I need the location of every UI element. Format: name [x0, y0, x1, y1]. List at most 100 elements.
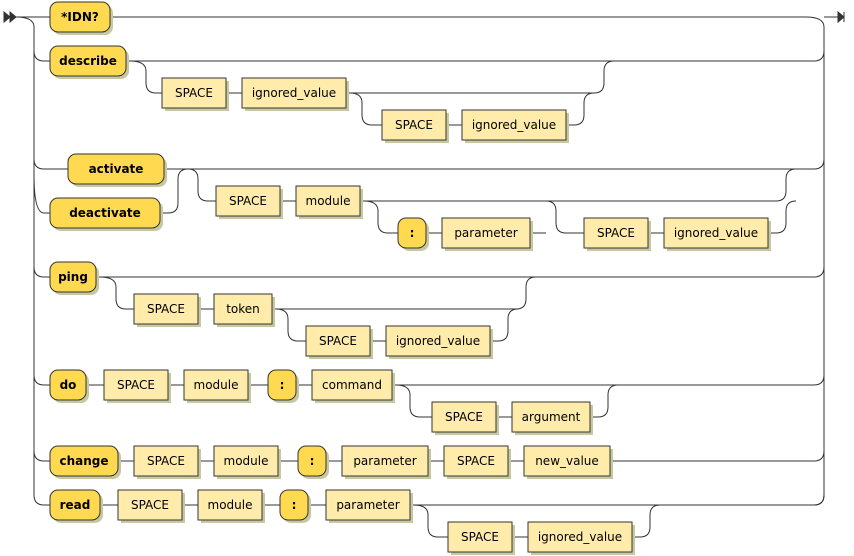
- box: [67, 153, 165, 185]
- row-4-exit: [813, 450, 825, 462]
- terminal-do: do: [49, 369, 89, 403]
- ping-opt-out: [272, 276, 537, 310]
- box: [527, 521, 633, 553]
- box: [297, 445, 327, 477]
- row-5-exit: [813, 494, 825, 506]
- node-label: describe: [59, 54, 117, 68]
- box: [103, 369, 169, 401]
- nonterminal-ignored-value: ignored_value: [663, 217, 771, 251]
- nonterminal-space: SPACE: [133, 445, 201, 479]
- end-marker: [837, 10, 845, 24]
- box: [341, 445, 429, 477]
- nonterminal-space: SPACE: [381, 109, 449, 143]
- box: [441, 217, 531, 249]
- activate-opt-in: [187, 168, 216, 202]
- nonterminal-parameter: parameter: [441, 217, 533, 251]
- nonterminal-space: SPACE: [215, 185, 283, 219]
- box: [447, 521, 513, 553]
- box: [385, 325, 491, 357]
- box: [117, 489, 183, 521]
- describe-opt-in: [129, 60, 162, 94]
- nonterminal-space: SPACE: [133, 293, 201, 327]
- box: [183, 369, 249, 401]
- box: [325, 489, 411, 521]
- node-label: token: [226, 302, 260, 316]
- terminal-change: change: [49, 445, 121, 479]
- node-label: read: [60, 498, 91, 512]
- nonterminal-module: module: [183, 369, 251, 403]
- terminal-activate: activate: [67, 153, 167, 187]
- deactivate-in: [33, 174, 50, 214]
- box: [443, 445, 509, 477]
- nonterminal-command: command: [311, 369, 395, 403]
- node-label: module: [208, 498, 253, 512]
- node-label: module: [194, 378, 239, 392]
- box: [381, 109, 447, 141]
- nonterminal-space: SPACE: [305, 325, 373, 359]
- do-rep-in: [395, 384, 432, 418]
- box: [49, 1, 111, 33]
- node-label: SPACE: [131, 498, 169, 512]
- terminal-colon: :: [297, 445, 329, 479]
- terminal-idn: *IDN?: [49, 1, 113, 35]
- activate-opt-out: [546, 168, 797, 202]
- terminal-describe: describe: [49, 45, 129, 79]
- read-rep-in: [413, 504, 448, 538]
- node-label: SPACE: [457, 454, 495, 468]
- box: [213, 445, 279, 477]
- nonterminal-space: SPACE: [103, 369, 171, 403]
- nonterminal-module: module: [197, 489, 265, 523]
- box: [241, 77, 347, 109]
- describe-opt-out: [346, 60, 615, 94]
- node-label: ignored_value: [472, 118, 556, 132]
- row-1-exit: [813, 158, 825, 170]
- box: [161, 77, 227, 109]
- do-rep-out: [590, 384, 619, 418]
- box: [133, 293, 199, 325]
- nonterminal-argument: argument: [511, 401, 593, 435]
- nonterminal-space: SPACE: [447, 521, 515, 555]
- node-label: SPACE: [175, 86, 213, 100]
- node-label: :: [410, 226, 415, 240]
- ping-rep-out: [490, 308, 519, 342]
- box: [267, 369, 297, 401]
- node-label: :: [310, 454, 315, 468]
- describe-rep-in: [349, 92, 382, 126]
- node-label: parameter: [336, 498, 399, 512]
- box: [523, 445, 611, 477]
- describe-rep-out: [566, 92, 595, 126]
- box: [49, 369, 87, 401]
- node-label: SPACE: [319, 334, 357, 348]
- node-label: ignored_value: [252, 86, 336, 100]
- box: [49, 261, 97, 293]
- node-label: do: [60, 378, 77, 392]
- node-label: :: [292, 498, 297, 512]
- box: [295, 185, 361, 217]
- nonterminal-ignored-value: ignored_value: [527, 521, 635, 555]
- box: [431, 401, 497, 433]
- nonterminal-ignored-value: ignored_value: [461, 109, 569, 143]
- nonterminal-token: token: [213, 293, 275, 327]
- node-label: SPACE: [461, 530, 499, 544]
- box: [49, 45, 127, 77]
- nonterminal-space: SPACE: [161, 77, 229, 111]
- node-label: deactivate: [69, 206, 141, 220]
- node-label: ignored_value: [674, 226, 758, 240]
- node-label: module: [224, 454, 269, 468]
- box: [663, 217, 769, 249]
- row-0-entry: [33, 50, 50, 62]
- node-label: change: [59, 454, 108, 468]
- start-marker: [3, 10, 17, 24]
- box: [397, 217, 427, 249]
- terminal-read: read: [49, 489, 103, 523]
- nonterminal-space: SPACE: [583, 217, 651, 251]
- row-2-entry: [33, 266, 50, 278]
- node-label: parameter: [454, 226, 517, 240]
- activate-rep-out: [768, 200, 797, 234]
- node-label: ignored_value: [396, 334, 480, 348]
- node-label: SPACE: [395, 118, 433, 132]
- node-label: new_value: [535, 454, 599, 468]
- nonterminal-new-value: new_value: [523, 445, 613, 479]
